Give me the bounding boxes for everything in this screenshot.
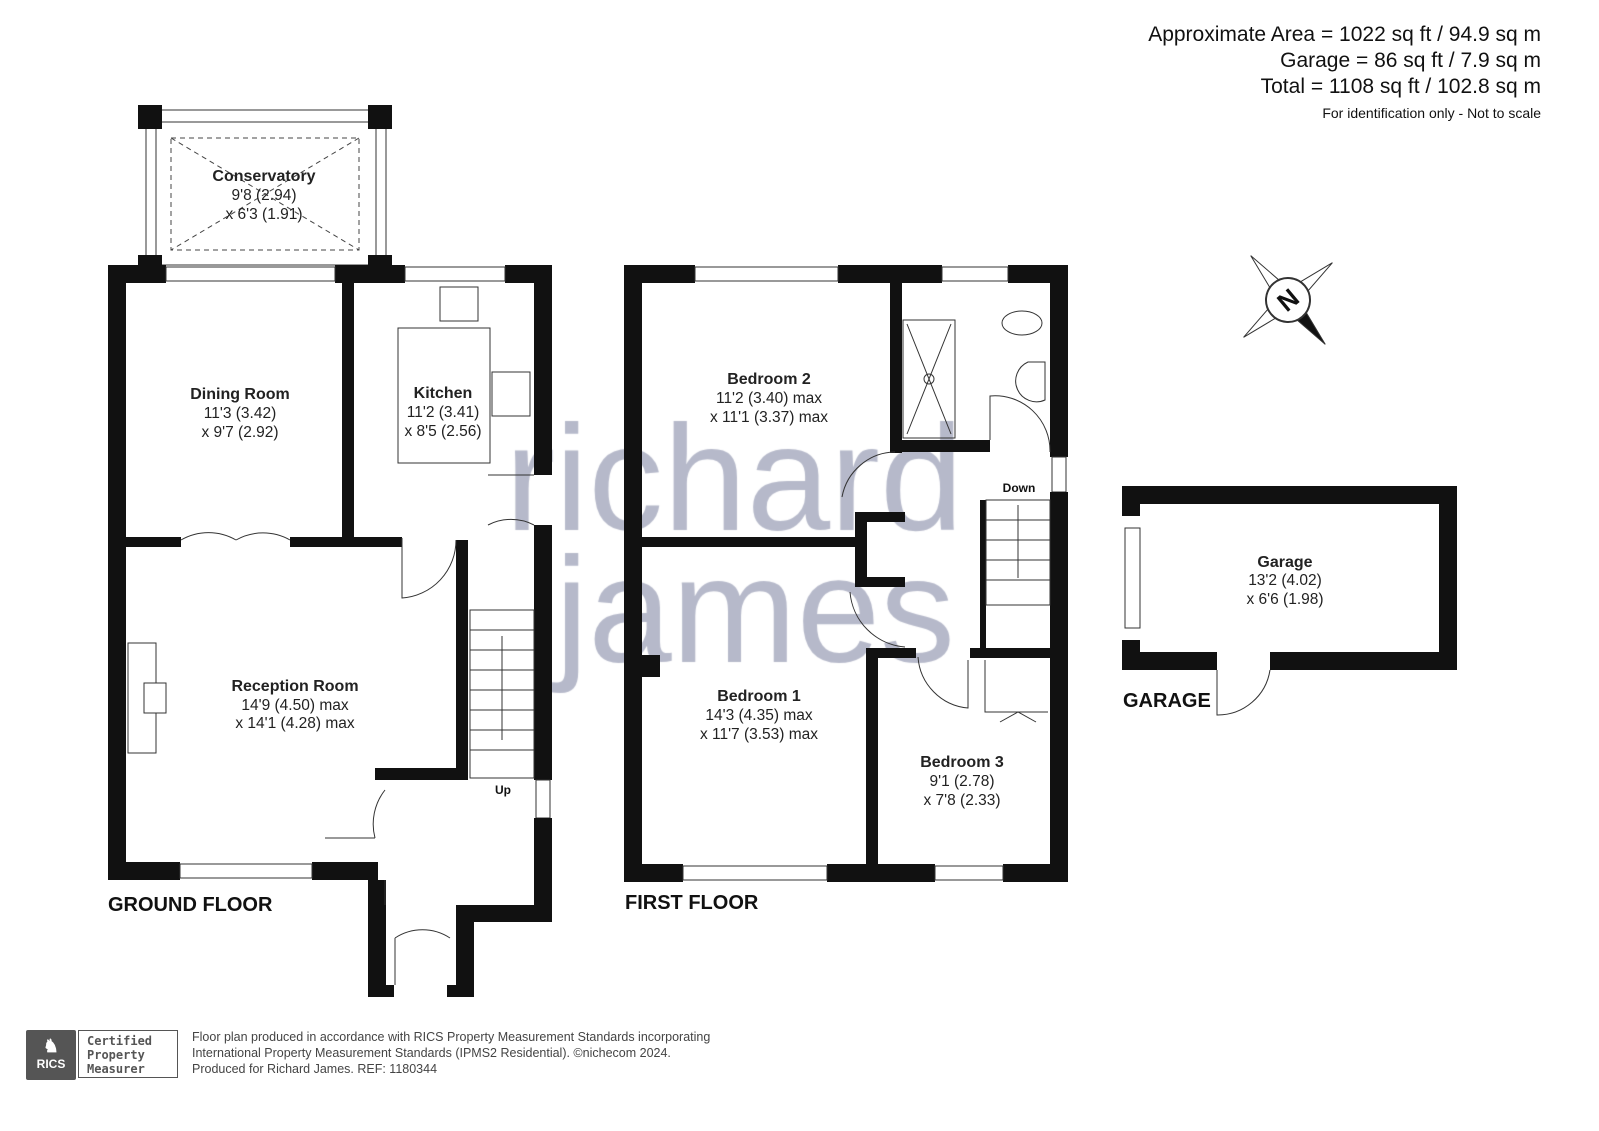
room-dim: x 6'3 (1.91): [225, 206, 302, 223]
room-bedroom-2: Bedroom 2 11'2 (3.40) max x 11'1 (3.37) …: [710, 371, 828, 426]
room-bedroom-3: Bedroom 3 9'1 (2.78) x 7'8 (2.33): [920, 754, 1004, 809]
room-dining: Dining Room 11'3 (3.42) x 9'7 (2.92): [190, 386, 290, 441]
rics-badge: ♞RICS Certified Property Measurer: [26, 1030, 181, 1080]
badge-line: Measurer: [87, 1062, 145, 1076]
room-dim: 11'2 (3.41): [407, 404, 479, 421]
garage-label: GARAGE: [1123, 690, 1211, 712]
room-dim: 14'3 (4.35) max: [705, 707, 812, 724]
ground-floor-label: GROUND FLOOR: [108, 894, 273, 916]
ground-floor-walls: [108, 265, 552, 997]
stairs-up-label: Up: [495, 783, 511, 797]
room-name: Bedroom 3: [920, 754, 1004, 771]
stairs-up: [469, 609, 535, 779]
stairs-down-label: Down: [1003, 481, 1036, 495]
garage-area: Garage = 86 sq ft / 7.9 sq m: [1280, 49, 1541, 72]
rics-logo: ♞RICS: [26, 1030, 76, 1080]
room-kitchen: Kitchen 11'2 (3.41) x 8'5 (2.56): [404, 385, 481, 440]
badge-line: Certified: [87, 1034, 153, 1048]
first-floor-walls: [624, 265, 1068, 882]
room-dim: 9'1 (2.78): [930, 773, 995, 790]
room-dim: 11'2 (3.40) max: [716, 390, 822, 407]
room-dim: 13'2 (4.02): [1248, 572, 1322, 589]
garage-walls: [1122, 486, 1457, 716]
stairs-down: [985, 499, 1051, 606]
room-dim: x 11'7 (3.53) max: [700, 726, 818, 743]
footer-line: Floor plan produced in accordance with R…: [192, 1030, 711, 1044]
room-name: Reception Room: [231, 678, 358, 695]
scale-note: For identification only - Not to scale: [1322, 105, 1541, 121]
room-name: Dining Room: [190, 386, 290, 403]
footer-line: Produced for Richard James. REF: 1180344: [192, 1062, 438, 1076]
footer-line: International Property Measurement Stand…: [192, 1046, 671, 1060]
room-garage: Garage 13'2 (4.02) x 6'6 (1.98): [1246, 554, 1323, 608]
conservatory: [138, 105, 392, 269]
badge-line: Property: [87, 1048, 145, 1062]
certified-text: Certified Property Measurer: [78, 1030, 178, 1078]
room-name: Garage: [1257, 554, 1312, 571]
room-dim: x 11'1 (3.37) max: [710, 409, 828, 426]
room-dim: x 8'5 (2.56): [404, 423, 481, 440]
room-dim: x 6'6 (1.98): [1246, 591, 1323, 608]
room-dim: 9'8 (2.94): [232, 187, 297, 204]
room-dim: x 7'8 (2.33): [923, 792, 1000, 809]
approximate-area: Approximate Area = 1022 sq ft / 94.9 sq …: [1148, 23, 1541, 46]
rics-logo-text: RICS: [36, 1057, 66, 1071]
footer-text: Floor plan produced in accordance with R…: [192, 1029, 710, 1077]
room-conservatory: Conservatory 9'8 (2.94) x 6'3 (1.91): [212, 168, 315, 223]
compass-icon: N: [1243, 255, 1333, 345]
room-dim: x 9'7 (2.92): [201, 424, 278, 441]
room-name: Kitchen: [414, 385, 473, 402]
room-reception: Reception Room 14'9 (4.50) max x 14'1 (4…: [231, 678, 358, 732]
area-summary: Approximate Area = 1022 sq ft / 94.9 sq …: [1148, 22, 1541, 126]
room-bedroom-1: Bedroom 1 14'3 (4.35) max x 11'7 (3.53) …: [700, 688, 818, 743]
room-dim: 11'3 (3.42): [204, 405, 276, 422]
room-name: Bedroom 1: [717, 688, 801, 705]
first-floor-label: FIRST FLOOR: [625, 892, 759, 914]
room-name: Conservatory: [212, 168, 315, 185]
room-dim: x 14'1 (4.28) max: [235, 715, 355, 732]
room-name: Bedroom 2: [727, 371, 811, 388]
total-area: Total = 1108 sq ft / 102.8 sq m: [1260, 75, 1541, 98]
room-dim: 14'9 (4.50) max: [241, 697, 348, 714]
